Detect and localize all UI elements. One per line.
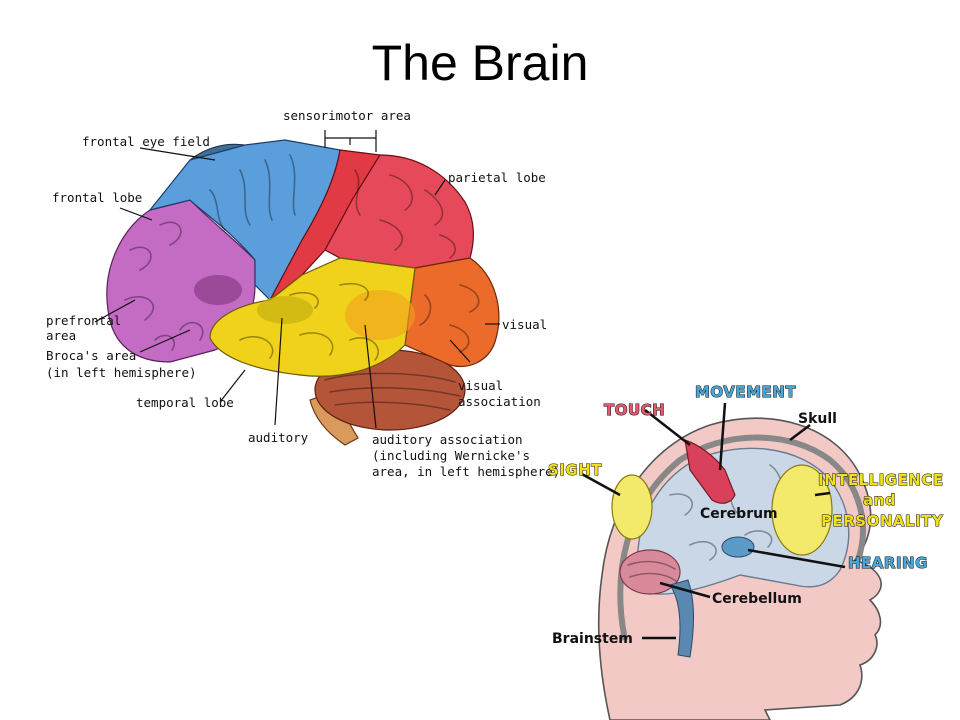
label-sensorimotor-area: sensorimotor area: [283, 108, 411, 123]
label-temporal-lobe: temporal lobe: [136, 395, 234, 410]
label-auditory-association: auditory association: [372, 432, 523, 447]
label-brocas-hemisphere: (in left hemisphere): [46, 365, 197, 380]
label-brocas-area: Broca's area: [46, 348, 136, 363]
label-cerebellum: Cerebellum: [712, 591, 802, 607]
label-including-wernickes: (including Wernicke's: [372, 448, 530, 463]
label-movement: MOVEMENT: [695, 383, 796, 401]
touch-area: [684, 439, 736, 504]
auditory-region: [257, 296, 313, 324]
label-visual: visual: [502, 317, 547, 332]
hearing-area: [721, 536, 755, 558]
temporal-lobe-region: [209, 257, 416, 377]
label-auditory: auditory: [248, 430, 309, 445]
occipital-region: [404, 257, 500, 367]
label-prefrontal-area: area: [46, 328, 76, 343]
brainstem-shape: [669, 579, 695, 658]
intelligence-area: [771, 464, 833, 556]
label-parietal-lobe: parietal lobe: [448, 170, 546, 185]
slide-title: The Brain: [371, 35, 589, 91]
label-frontal-eye-field: frontal eye field: [82, 134, 210, 149]
cerebellum-shape: [619, 549, 681, 595]
label-left-hemisphere: area, in left hemisphere): [372, 464, 560, 479]
label-and: and: [863, 491, 896, 509]
label-brainstem: Brainstem: [552, 631, 633, 647]
label-frontal-lobe: frontal lobe: [52, 190, 142, 205]
label-sight: SIGHT: [548, 461, 602, 479]
label-prefrontal: prefrontal: [46, 313, 121, 328]
label-visual-association-2: association: [458, 394, 541, 409]
label-visual-association-1: visual: [458, 378, 503, 393]
label-hearing: HEARING: [848, 554, 928, 572]
head-diagram: MOVEMENT TOUCH Skull SIGHT INTELLIGENCE …: [548, 383, 944, 720]
label-skull: Skull: [798, 411, 837, 427]
skull-outline: [617, 434, 866, 641]
sight-area: [611, 474, 653, 540]
label-cerebrum: Cerebrum: [700, 506, 778, 522]
label-personality: PERSONALITY: [821, 512, 944, 530]
lobe-diagram: sensorimotor area frontal eye field fron…: [46, 108, 560, 479]
brocas-area-region: [194, 275, 242, 305]
label-touch: TOUCH: [604, 401, 665, 419]
wernickes-region: [345, 290, 415, 340]
label-intelligence: INTELLIGENCE: [818, 471, 944, 489]
